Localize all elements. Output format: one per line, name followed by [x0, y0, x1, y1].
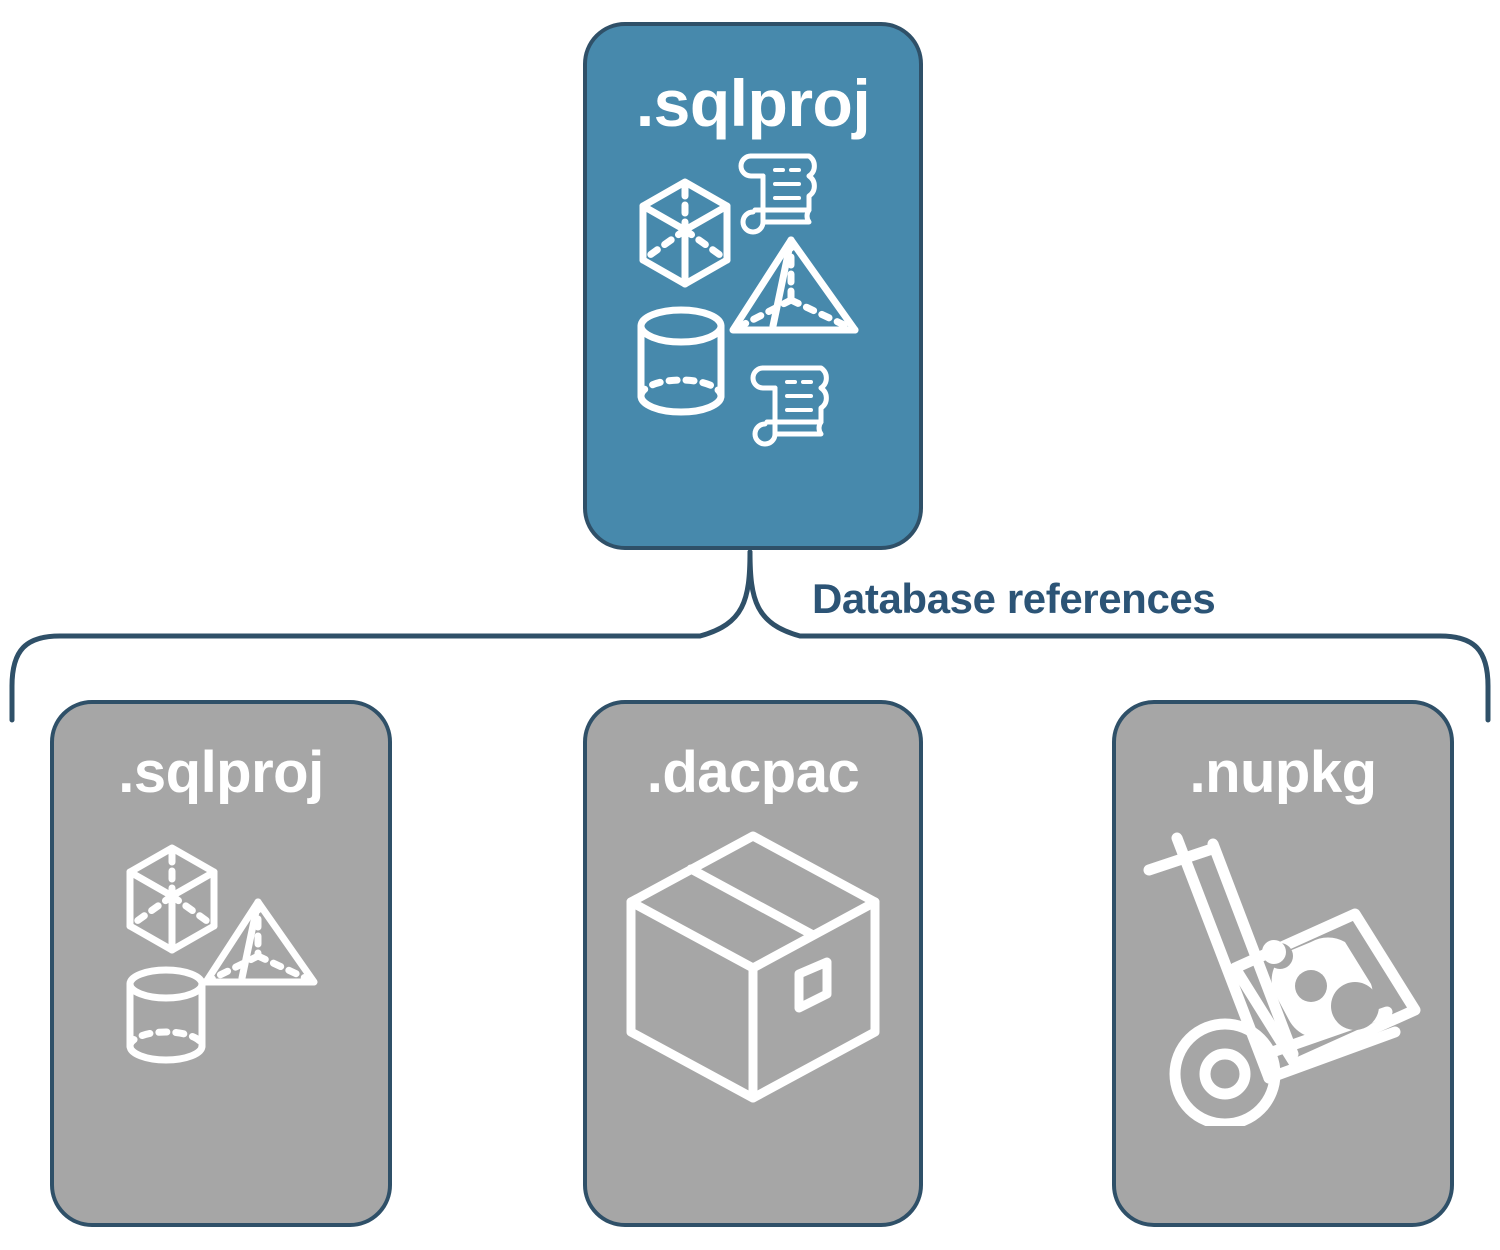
connector-label: Database references: [812, 575, 1216, 622]
root-node-artwork: [587, 136, 919, 546]
reference-target-dacpac[interactable]: .dacpac: [583, 700, 923, 1227]
reference-target-label: .dacpac: [646, 740, 860, 805]
root-node-sqlproj[interactable]: .sqlproj: [583, 22, 923, 550]
scroll-icon: [738, 153, 817, 235]
cylinder-icon: [637, 306, 725, 416]
reference-target-artwork: [54, 802, 388, 1223]
root-node-label: .sqlproj: [635, 66, 871, 140]
package-box-icon: [626, 831, 880, 1103]
scroll-icon: [750, 365, 829, 447]
database-objects-illustration: [126, 844, 318, 1064]
reference-target-artwork: [1116, 802, 1450, 1223]
cube-icon: [639, 178, 731, 288]
cylinder-icon: [126, 966, 206, 1064]
pyramid-icon: [729, 236, 859, 334]
cube-icon: [126, 844, 218, 954]
hand-truck-nuget-icon: [1143, 832, 1421, 1126]
reference-target-nupkg[interactable]: .nupkg: [1112, 700, 1454, 1227]
database-objects-illustration: [637, 153, 859, 447]
reference-target-label: .nupkg: [1189, 740, 1377, 805]
pyramid-icon: [202, 898, 318, 986]
reference-target-artwork: [587, 802, 919, 1223]
reference-target-sqlproj[interactable]: .sqlproj: [50, 700, 392, 1227]
reference-target-label: .sqlproj: [118, 740, 324, 805]
